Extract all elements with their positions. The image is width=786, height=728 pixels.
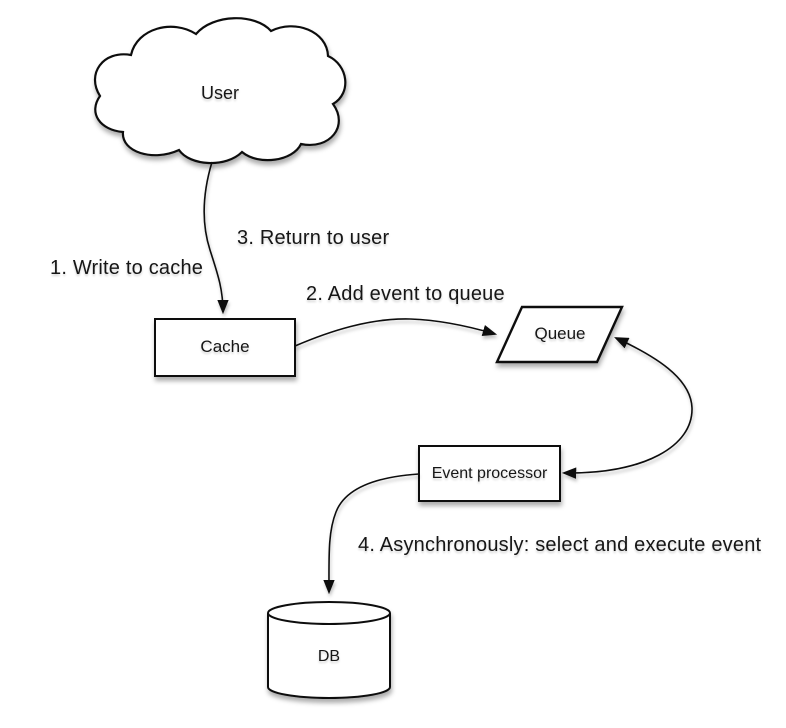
- db-cylinder: [267, 601, 391, 699]
- step1-write-to-cache-label: 1. Write to cache: [50, 257, 204, 279]
- step3-return-to-user-label: 3. Return to user: [237, 227, 390, 249]
- user-node-label: User: [200, 83, 239, 103]
- step4-async-select-execute-label: 4. Asynchronously: select and execute ev…: [358, 534, 762, 556]
- event-processor-node-label: Event processor: [431, 464, 548, 482]
- step2-add-event-to-queue-label: 2. Add event to queue: [306, 283, 505, 305]
- arrow-user-to-cache: [203, 161, 229, 315]
- cache-box: [154, 318, 296, 377]
- arrow-queue-event-processor: [561, 337, 693, 479]
- db-node-label: DB: [317, 648, 341, 665]
- cache-node-label: Cache: [200, 337, 250, 357]
- event-processor-box: [418, 445, 561, 502]
- arrow-cache-to-queue: [294, 318, 498, 347]
- user-cloud-shape: [94, 17, 347, 165]
- queue-node-label: Queue: [534, 324, 586, 343]
- arrow-event-processor-to-db: [323, 473, 420, 595]
- db-cylinder-top: [267, 601, 391, 625]
- db-cylinder-body: [267, 613, 391, 699]
